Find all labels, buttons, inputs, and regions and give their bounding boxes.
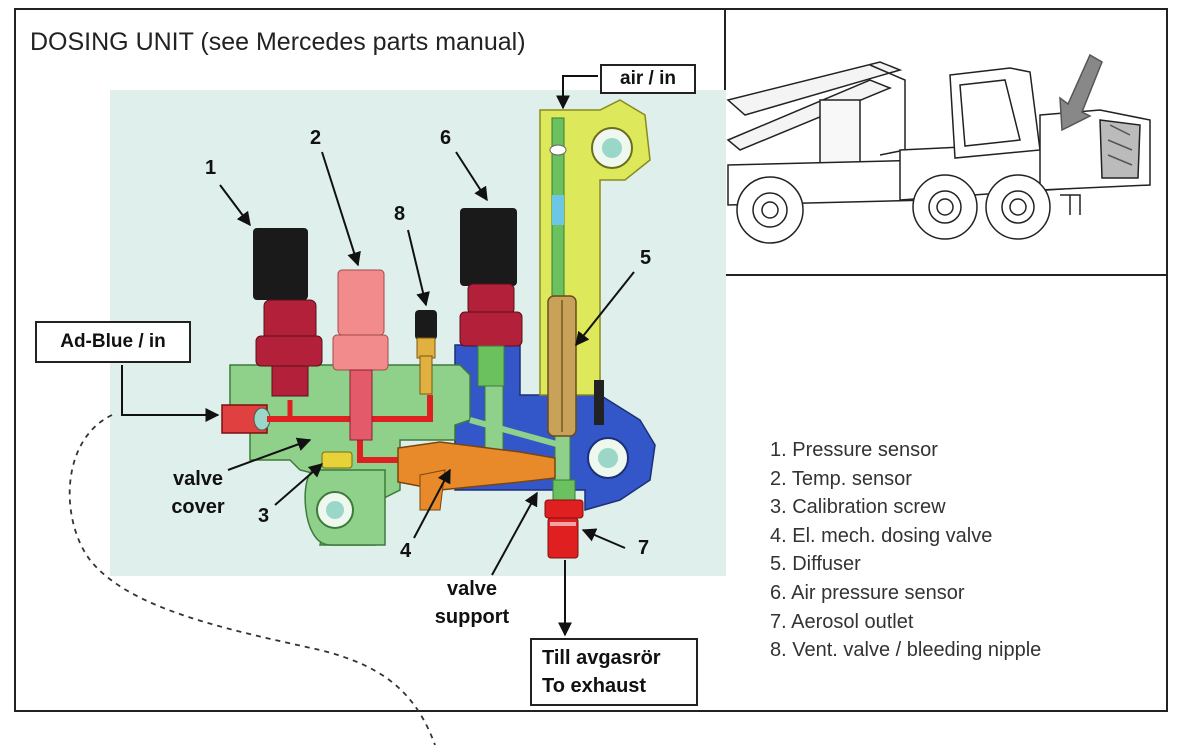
valve-support-label: valve support [434, 578, 510, 628]
callout-7: 7 [638, 537, 650, 559]
callout-6: 6 [440, 127, 452, 149]
legend-item: 2. Temp. sensor [770, 467, 912, 490]
callout-4: 4 [400, 540, 412, 562]
legend-item: 5. Diffuser [770, 553, 861, 576]
forwarder-machine-sketch-icon [726, 53, 1151, 244]
adblue-hose-dashed [68, 414, 436, 745]
calibration-screw [321, 451, 353, 469]
exhaust-label-box: Till avgasrör To exhaust [530, 638, 698, 706]
air-pressure-sensor [459, 208, 523, 387]
callout-3: 3 [258, 505, 270, 527]
legend-item: 6. Air pressure sensor [770, 581, 965, 604]
legend-item: 4. El. mech. dosing valve [770, 524, 993, 547]
air-in-label: air / in [600, 64, 696, 94]
callout-5: 5 [640, 247, 652, 269]
parts-legend: 1. Pressure sensor 2. Temp. sensor 3. Ca… [770, 436, 1041, 665]
adblue-in-label: Ad-Blue / in [35, 321, 191, 363]
pressure-sensor [253, 228, 323, 397]
valve-cover-label: valve cover [171, 468, 225, 518]
page-title: DOSING UNIT (see Mercedes parts manual) [30, 28, 526, 56]
legend-item: 7. Aerosol outlet [770, 610, 914, 633]
exhaust-label-swedish: Till avgasrör [542, 647, 661, 669]
air-in-arrow [556, 75, 598, 110]
vent-valve [415, 310, 437, 395]
outer-frame [14, 8, 1168, 712]
legend-item: 1. Pressure sensor [770, 439, 938, 461]
adblue-in-arrow [121, 365, 220, 422]
exhaust-label-english: To exhaust [542, 675, 647, 697]
legend-item: 3. Calibration screw [770, 496, 946, 519]
aerosol-outlet [544, 479, 584, 559]
legend-item: 8. Vent. valve / bleeding nipple [770, 639, 1042, 662]
callout-8: 8 [394, 203, 406, 225]
callout-1: 1 [205, 157, 217, 179]
temp-sensor [332, 269, 389, 441]
callout-2: 2 [310, 127, 322, 149]
